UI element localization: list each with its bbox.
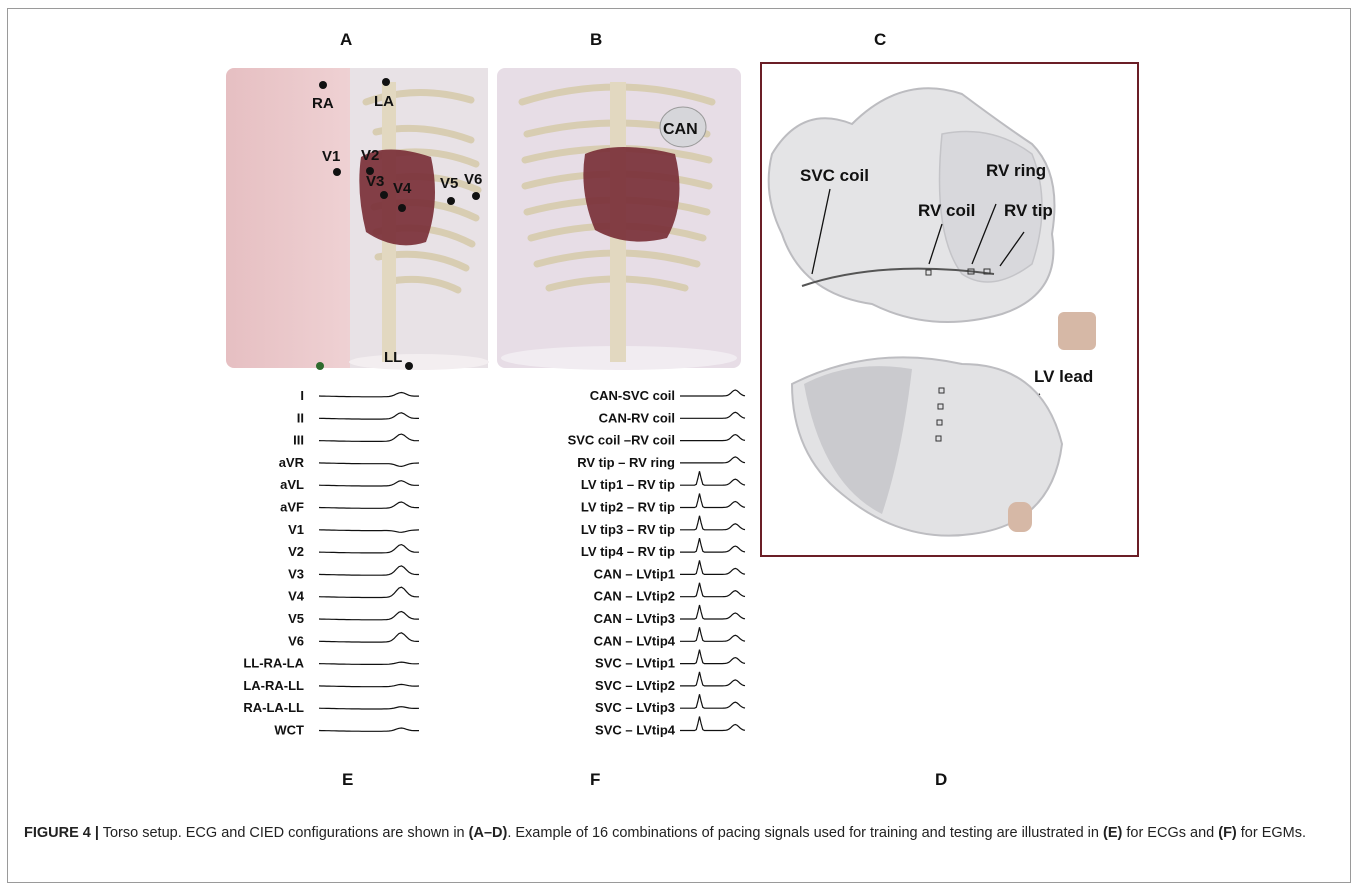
ecg-trace-14 — [319, 707, 419, 709]
ecg-trace-2 — [319, 434, 419, 441]
electrode-label-ra: RA — [312, 95, 334, 112]
electrode-label-la: LA — [374, 93, 394, 110]
panel-e-ecg-traces: IIIIIIaVRaVLaVFV1V2V3V4V5V6LL-RA-LALA-RA… — [224, 386, 434, 744]
egm-trace-12 — [680, 650, 745, 664]
egm-label-6: LV tip3 – RV tip — [581, 522, 675, 537]
ecg-label-11: V6 — [288, 633, 304, 648]
can-label: CAN — [663, 121, 698, 138]
ecg-label-1: II — [297, 410, 304, 425]
egm-trace-11 — [680, 627, 745, 641]
egm-label-7: LV tip4 – RV tip — [581, 544, 675, 559]
ecg-label-3: aVR — [279, 455, 305, 470]
ecg-trace-6 — [319, 530, 419, 533]
ecg-trace-0 — [319, 393, 419, 397]
egm-trace-7 — [680, 538, 745, 552]
caption-ref-f: (F) — [1218, 825, 1237, 841]
egm-trace-5 — [680, 494, 745, 508]
egm-trace-0 — [680, 390, 745, 396]
egm-label-2: SVC coil –RV coil — [568, 433, 675, 448]
electrode-label-v4: V4 — [393, 180, 412, 197]
caption-text-2: . Example of 16 combinations of pacing s… — [507, 825, 1103, 841]
ecg-trace-7 — [319, 545, 419, 553]
panel-label-a: A — [340, 30, 352, 50]
ecg-label-0: I — [300, 388, 304, 403]
electrode-label-v5: V5 — [440, 175, 458, 192]
egm-label-5: LV tip2 – RV tip — [581, 500, 675, 515]
egm-trace-2 — [680, 435, 745, 441]
panel-a-torso-image: RA LA V1 V2 V3 V4 V5 V6 LL — [226, 62, 490, 372]
ecg-label-14: RA-LA-LL — [243, 700, 304, 715]
egm-label-1: CAN-RV coil — [599, 410, 675, 425]
ecg-label-6: V1 — [288, 522, 304, 537]
egm-label-0: CAN-SVC coil — [590, 388, 675, 403]
egm-trace-8 — [680, 560, 745, 574]
label-lv-lead: LV lead — [1034, 367, 1093, 386]
egm-trace-9 — [680, 583, 745, 597]
ecg-label-5: aVF — [280, 500, 304, 515]
egm-label-13: SVC – LVtip2 — [595, 678, 675, 693]
ecg-label-7: V2 — [288, 544, 304, 559]
electrode-label-v1: V1 — [322, 148, 340, 165]
egm-label-3: RV tip – RV ring — [577, 455, 675, 470]
caption-text-4: for EGMs. — [1237, 825, 1306, 841]
egm-trace-3 — [680, 457, 745, 463]
label-svc-coil: SVC coil — [800, 166, 869, 185]
ecg-trace-9 — [319, 587, 419, 597]
ecg-trace-10 — [319, 612, 419, 620]
caption-ref-e: (E) — [1103, 825, 1122, 841]
ecg-label-15: WCT — [274, 723, 304, 738]
caption-figure-number: FIGURE 4 | — [24, 825, 99, 841]
electrode-label-v6: V6 — [464, 171, 482, 188]
caption-ref-a-d: (A–D) — [469, 825, 508, 841]
figure-caption: FIGURE 4 | Torso setup. ECG and CIED con… — [24, 823, 1339, 843]
ecg-trace-8 — [319, 566, 419, 575]
panel-label-d: D — [935, 770, 947, 790]
egm-label-11: CAN – LVtip4 — [594, 633, 676, 648]
ecg-label-8: V3 — [288, 566, 304, 581]
electrode-label-v2: V2 — [361, 147, 379, 164]
ecg-label-9: V4 — [288, 589, 305, 604]
ecg-trace-12 — [319, 662, 419, 664]
egm-trace-15 — [680, 717, 745, 731]
ecg-label-12: LL-RA-LA — [243, 656, 304, 671]
ecg-trace-4 — [319, 481, 419, 486]
egm-label-10: CAN – LVtip3 — [594, 611, 675, 626]
egm-label-15: SVC – LVtip4 — [595, 723, 676, 738]
ecg-trace-11 — [319, 633, 419, 642]
egm-label-14: SVC – LVtip3 — [595, 700, 675, 715]
egm-label-12: SVC – LVtip1 — [595, 656, 675, 671]
label-rv-ring: RV ring — [986, 161, 1046, 180]
caption-text-1: Torso setup. ECG and CIED configurations… — [99, 825, 469, 841]
egm-label-9: CAN – LVtip2 — [594, 589, 675, 604]
egm-label-4: LV tip1 – RV tip — [581, 477, 675, 492]
ecg-trace-1 — [319, 413, 419, 419]
panel-b-torso-image: CAN — [497, 62, 742, 372]
ecg-label-10: V5 — [288, 611, 304, 626]
egm-trace-1 — [680, 412, 745, 418]
electrode-label-ll: LL — [384, 349, 402, 366]
ecg-label-4: aVL — [280, 477, 304, 492]
panel-label-f: F — [590, 770, 600, 790]
egm-trace-6 — [680, 516, 745, 530]
ecg-trace-3 — [319, 463, 419, 467]
label-rv-tip: RV tip — [1004, 201, 1053, 220]
ecg-trace-15 — [319, 728, 419, 731]
panel-label-b: B — [590, 30, 602, 50]
panel-label-c: C — [874, 30, 886, 50]
panel-label-e: E — [342, 770, 353, 790]
egm-label-8: CAN – LVtip1 — [594, 566, 675, 581]
ecg-trace-5 — [319, 502, 419, 508]
ecg-label-13: LA-RA-LL — [243, 678, 304, 693]
egm-trace-14 — [680, 694, 745, 708]
label-rv-coil: RV coil — [918, 201, 975, 220]
caption-text-3: for ECGs and — [1122, 825, 1218, 841]
panel-f-egm-traces: CAN-SVC coilCAN-RV coilSVC coil –RV coil… — [535, 386, 750, 760]
egm-trace-10 — [680, 605, 745, 619]
ecg-trace-13 — [319, 684, 419, 686]
egm-trace-13 — [680, 672, 745, 686]
panel-c-heart-image: SVC coil RV coil RV ring RV tip LV lead — [762, 64, 1137, 555]
ecg-label-2: III — [293, 433, 304, 448]
electrode-label-v3: V3 — [366, 173, 384, 190]
egm-trace-4 — [680, 471, 745, 485]
